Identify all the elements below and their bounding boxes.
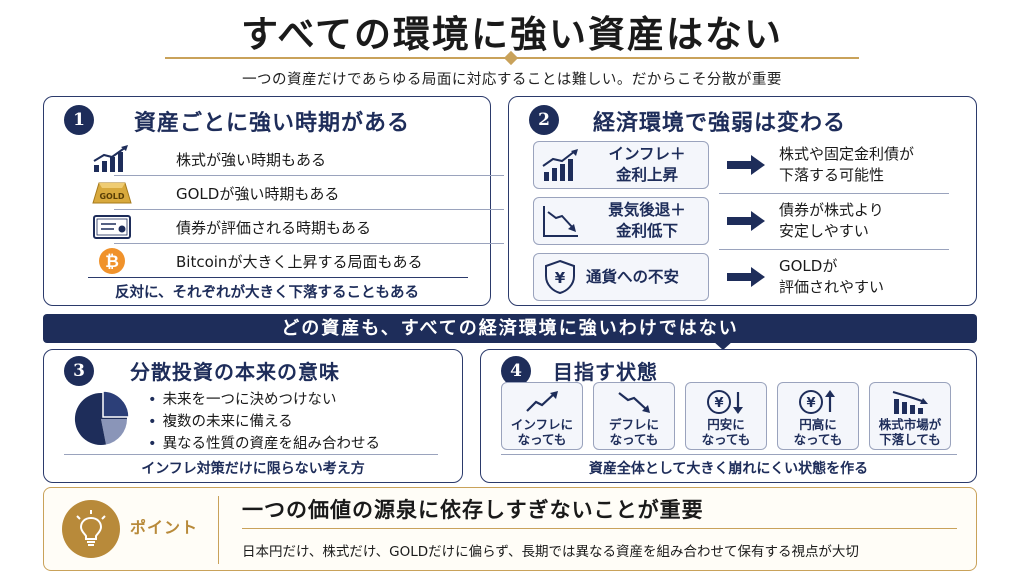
trend-down-icon <box>594 389 674 415</box>
divider <box>114 243 504 244</box>
bullet-item: 異なる性質の資産を組み合わせる <box>148 432 381 453</box>
scenario-label: 円安になっても <box>701 417 751 447</box>
divider <box>501 454 957 455</box>
card1-item: 株式が強い時期もある <box>88 143 326 175</box>
svg-text:₿: ₿ <box>105 252 119 272</box>
divider <box>114 175 504 176</box>
svg-text:¥: ¥ <box>806 396 815 411</box>
card1-item: ₿ Bitcoinが大きく上昇する局面もある <box>88 245 422 277</box>
page-subtitle: 一つの資産だけであらゆる局面に対応することは難しい。だからこそ分散が重要 <box>242 72 782 88</box>
svg-text:¥: ¥ <box>714 396 723 411</box>
card1-number: 1 <box>64 105 94 135</box>
bar-chart-up-icon <box>88 143 136 175</box>
bullet-item: 複数の未来に備える <box>148 410 293 431</box>
bitcoin-icon: ₿ <box>88 245 136 277</box>
scenario-tile: ¥ 円安になっても <box>685 382 767 450</box>
card2-title: 経済環境で強弱は変わる <box>593 111 847 136</box>
vertical-divider <box>218 496 219 564</box>
card-economic-environment: 2 経済環境で強弱は変わる インフレ＋金利上昇 株式や固定金利債が下落する可能性 <box>508 96 977 306</box>
yen-down-icon: ¥ <box>686 389 766 415</box>
scenario-tile: ¥ 円高になっても <box>777 382 859 450</box>
point-label: ポイント <box>130 518 199 537</box>
card-target-state: 4 目指す状態 インフレになっても デフレになっても ¥ <box>480 349 977 483</box>
trend-up-icon <box>502 389 582 415</box>
key-message-banner: どの資産も、すべての経済環境に強いわけではない <box>43 314 977 343</box>
card1-item: GOLD GOLDが強い時期もある <box>88 177 339 209</box>
lightbulb-icon <box>62 500 120 558</box>
condition-box: ¥ 通貨への不安 <box>533 253 709 301</box>
divider <box>88 277 468 278</box>
divider <box>242 528 957 529</box>
condition-box: インフレ＋金利上昇 <box>533 141 709 189</box>
page-title: すべての環境に強い資産はない <box>241 12 783 56</box>
card3-footer: インフレ対策だけに限らない考え方 <box>141 461 365 477</box>
arrow-right-icon <box>727 211 765 231</box>
card1-item-text: GOLDが強い時期もある <box>176 184 340 203</box>
card1-item: 債券が評価される時期もある <box>88 211 371 243</box>
gold-bar-label: GOLD <box>99 192 124 201</box>
condition-label: 通貨への不安 <box>586 267 680 286</box>
divider <box>64 454 438 455</box>
card1-footer: 反対に、それぞれが大きく下落することもある <box>114 285 420 301</box>
divider <box>114 209 504 210</box>
scenario-label: 円高になっても <box>793 417 843 447</box>
scenario-tile: 株式市場が下落しても <box>869 382 951 450</box>
card3-title: 分散投資の本来の意味 <box>130 360 340 384</box>
point-box: ポイント 一つの価値の源泉に依存しすぎないことが重要 日本円だけ、株式だけ、GO… <box>43 487 977 571</box>
card3-number: 3 <box>64 356 94 386</box>
card4-number: 4 <box>501 356 531 386</box>
banner-pointer <box>713 341 733 350</box>
point-body-text: 日本円だけ、株式だけ、GOLDだけに偏らず、長期では異なる資産を組み合わせて保有… <box>242 544 859 560</box>
card-diversification-meaning: 3 分散投資の本来の意味 未来を一つに決めつけない 複数の未来に備える 異なる性… <box>43 349 463 483</box>
svg-text:¥: ¥ <box>555 269 566 287</box>
card2-number: 2 <box>529 105 559 135</box>
scenario-tile: インフレになっても <box>501 382 583 450</box>
condition-label: インフレ＋金利上昇 <box>608 145 686 184</box>
pie-chart-icon <box>74 390 130 445</box>
scenario-label: インフレになっても <box>510 417 574 447</box>
card1-item-text: 債券が評価される時期もある <box>176 218 372 237</box>
arrow-right-icon <box>727 267 765 287</box>
chart-up-icon <box>534 142 586 188</box>
condition-label: 景気後退＋金利低下 <box>608 201 686 240</box>
point-headline: 一つの価値の源泉に依存しすぎないことが重要 <box>242 498 704 522</box>
card1-item-text: Bitcoinが大きく上昇する局面もある <box>176 252 423 271</box>
condition-result: 債券が株式より安定しやすい <box>779 201 884 240</box>
divider <box>719 193 949 194</box>
arrow-right-icon <box>727 155 765 175</box>
card1-item-text: 株式が強い時期もある <box>176 150 327 169</box>
condition-box: 景気後退＋金利低下 <box>533 197 709 245</box>
market-down-icon <box>870 389 950 415</box>
bond-certificate-icon <box>88 211 136 243</box>
gold-bar-icon: GOLD <box>88 177 136 209</box>
condition-result: GOLDが評価されやすい <box>779 257 885 296</box>
yen-up-icon: ¥ <box>778 389 858 415</box>
scenario-label: 株式市場が下落しても <box>878 417 942 447</box>
bullet-item: 未来を一つに決めつけない <box>148 388 337 409</box>
card-asset-strong-periods: 1 資産ごとに強い時期がある 株式が強い時期もある GOLD GOLDが強い時期… <box>43 96 504 306</box>
chart-down-icon <box>534 198 586 244</box>
divider <box>719 249 949 250</box>
scenario-tile: デフレになっても <box>593 382 675 450</box>
condition-result: 株式や固定金利債が下落する可能性 <box>779 145 915 184</box>
card4-footer: 資産全体として大きく崩れにくい状態を作る <box>588 461 869 477</box>
card4-title: 目指す状態 <box>553 360 658 384</box>
card1-title: 資産ごとに強い時期がある <box>134 111 411 136</box>
yen-shield-icon: ¥ <box>534 254 586 300</box>
scenario-label: デフレになっても <box>608 417 659 447</box>
